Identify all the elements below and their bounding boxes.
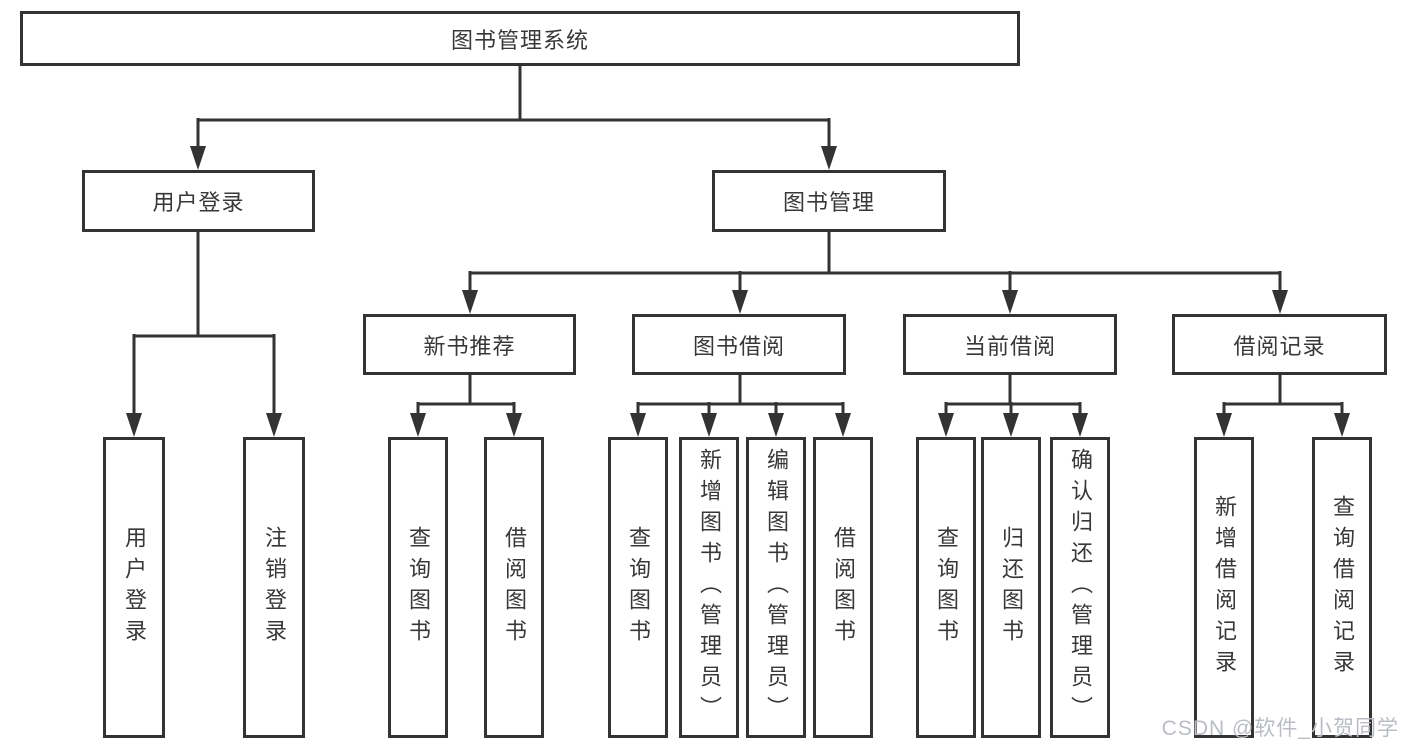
node-user-login: 用户登录 (82, 170, 315, 232)
arrow-icon (1272, 290, 1288, 314)
node-label: 用户登录 (152, 190, 245, 215)
node-book-borrow: 图书借阅 (632, 314, 846, 375)
node-label: 查询图书 (406, 525, 431, 650)
node-label: 确认归还（管理员） (1068, 448, 1093, 727)
node-label: 编辑图书（管理员） (764, 448, 789, 727)
arrow-icon (835, 413, 851, 437)
arrow-icon (1002, 290, 1018, 314)
node-label: 借阅图书 (831, 525, 856, 650)
node-label: 当前借阅 (963, 333, 1056, 359)
node-borrow-records: 借阅记录 (1172, 314, 1387, 375)
node-label: 注销登录 (262, 525, 287, 650)
arrow-icon (768, 413, 784, 437)
node-current-borrow: 当前借阅 (903, 314, 1117, 375)
arrow-icon (732, 290, 748, 314)
arrow-icon (266, 413, 282, 437)
arrow-icon (701, 413, 717, 437)
leaf-query-books-borrow: 查询图书 (608, 437, 668, 738)
leaf-confirm-return-admin: 确认归还（管理员） (1050, 437, 1110, 738)
arrow-icon (1334, 413, 1350, 437)
leaf-query-books-recommend: 查询图书 (388, 437, 448, 738)
arrow-icon (1072, 413, 1088, 437)
arrow-icon (1003, 413, 1019, 437)
node-label: 新书推荐 (423, 333, 516, 359)
leaf-borrow-books-recommend: 借阅图书 (484, 437, 544, 738)
node-new-book-recommend: 新书推荐 (363, 314, 576, 375)
node-label: 新增图书（管理员） (697, 448, 722, 727)
node-label: 图书管理系统 (450, 27, 589, 53)
node-label: 查询图书 (934, 525, 959, 650)
leaf-edit-books-admin: 编辑图书（管理员） (746, 437, 806, 738)
leaf-return-books: 归还图书 (981, 437, 1041, 738)
leaf-user-login: 用户登录 (103, 437, 165, 738)
node-label: 归还图书 (999, 525, 1024, 650)
leaf-add-borrow-record: 新增借阅记录 (1194, 437, 1254, 738)
node-label: 图书管理 (782, 190, 875, 215)
arrow-icon (938, 413, 954, 437)
arrow-icon (506, 413, 522, 437)
leaf-add-books-admin: 新增图书（管理员） (679, 437, 739, 738)
leaf-logout: 注销登录 (243, 437, 305, 738)
node-label: 借阅记录 (1233, 333, 1326, 359)
arrow-icon (821, 146, 837, 170)
arrow-icon (190, 146, 206, 170)
leaf-borrow-books: 借阅图书 (813, 437, 873, 738)
arrow-icon (1216, 413, 1232, 437)
node-label: 图书借阅 (692, 333, 785, 359)
node-label: 查询借阅记录 (1330, 494, 1355, 681)
leaf-query-books-current: 查询图书 (916, 437, 976, 738)
arrow-icon (410, 413, 426, 437)
node-label: 用户登录 (122, 525, 147, 650)
arrow-icon (630, 413, 646, 437)
arrow-icon (126, 413, 142, 437)
node-book-management: 图书管理 (712, 170, 946, 232)
arrow-icon (462, 290, 478, 314)
node-label: 借阅图书 (502, 525, 527, 650)
node-label: 新增借阅记录 (1212, 494, 1237, 681)
leaf-query-borrow-record: 查询借阅记录 (1312, 437, 1372, 738)
node-label: 查询图书 (626, 525, 651, 650)
node-library-management-system: 图书管理系统 (20, 11, 1020, 66)
watermark: CSDN @软件_小贺同学 (1161, 717, 1399, 740)
